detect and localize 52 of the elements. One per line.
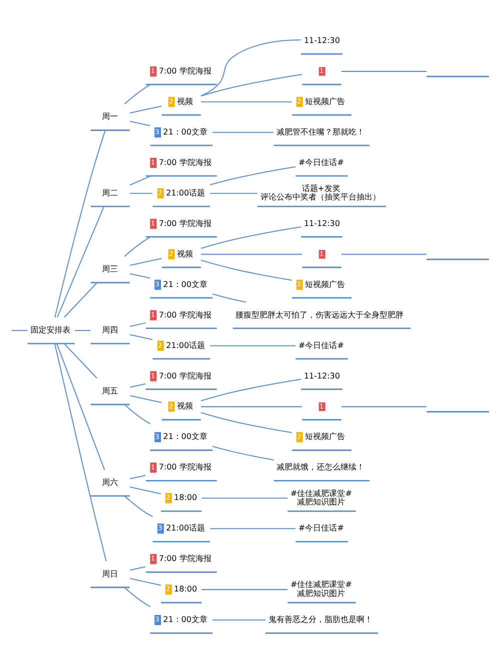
connector	[130, 192, 152, 194]
node-bar	[426, 76, 489, 78]
connector	[124, 496, 153, 518]
connector	[54, 344, 107, 562]
connector	[130, 395, 162, 404]
connector	[210, 528, 296, 530]
connector	[130, 120, 150, 126]
connector	[64, 343, 98, 379]
connector	[200, 412, 292, 434]
connector	[201, 254, 302, 255]
connector	[130, 566, 146, 571]
connector	[212, 294, 246, 303]
connector	[130, 383, 146, 388]
node-bar	[426, 258, 489, 260]
connector	[341, 254, 426, 255]
connector	[124, 404, 151, 424]
connector	[200, 39, 301, 96]
connector	[210, 166, 296, 186]
connector	[74, 330, 90, 331]
connector	[124, 236, 151, 257]
connector	[212, 132, 274, 133]
connector	[130, 578, 161, 586]
connector	[212, 620, 266, 621]
connector	[130, 486, 161, 494]
connector	[130, 474, 146, 480]
connector	[130, 258, 162, 266]
connector	[210, 192, 258, 194]
connector	[56, 344, 105, 470]
connector	[130, 273, 150, 279]
connector	[200, 378, 302, 402]
connector	[341, 406, 426, 408]
connector	[56, 206, 104, 318]
connector	[212, 446, 274, 460]
connector	[130, 334, 153, 340]
connector	[201, 101, 292, 102]
connector	[54, 130, 106, 318]
connector	[201, 406, 302, 408]
connector	[200, 260, 292, 281]
connector	[210, 345, 296, 346]
connector	[130, 106, 162, 114]
connector	[130, 322, 146, 327]
connector	[130, 176, 151, 186]
connector	[124, 84, 151, 104]
node-bar	[426, 411, 489, 412]
connector	[341, 70, 426, 72]
connector	[202, 589, 288, 590]
connector	[12, 330, 28, 331]
connector	[200, 74, 302, 97]
connector	[200, 226, 302, 249]
connector	[64, 282, 98, 318]
connector	[124, 587, 151, 608]
connector	[202, 498, 288, 499]
